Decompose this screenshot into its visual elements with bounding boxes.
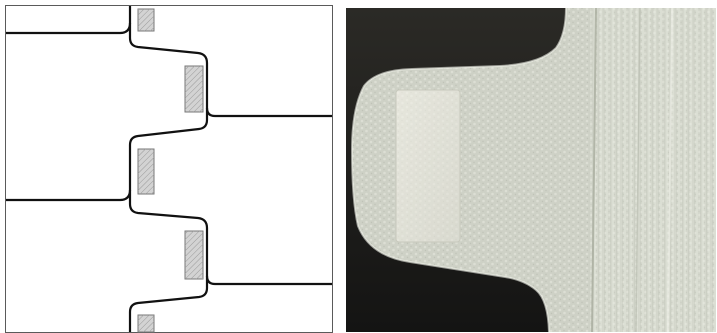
fold-outline-upper <box>128 23 332 118</box>
fold-seam-1 <box>591 8 597 332</box>
photo-panel <box>346 8 716 332</box>
fold-seam-2 <box>635 8 641 332</box>
fabric-streaks <box>590 8 716 332</box>
patch-4 <box>184 230 204 280</box>
schematic-frame <box>5 5 333 333</box>
patch-5 <box>137 314 155 333</box>
fold-seam-3 <box>667 8 673 332</box>
patch-3 <box>137 148 155 195</box>
fold-outline-lower <box>128 190 332 286</box>
patch-2 <box>184 65 204 113</box>
fold-outline-upper-return <box>6 108 209 202</box>
fold-outline-lower-return <box>128 276 209 332</box>
patch-1 <box>137 8 155 32</box>
schematic-panel <box>5 5 333 333</box>
